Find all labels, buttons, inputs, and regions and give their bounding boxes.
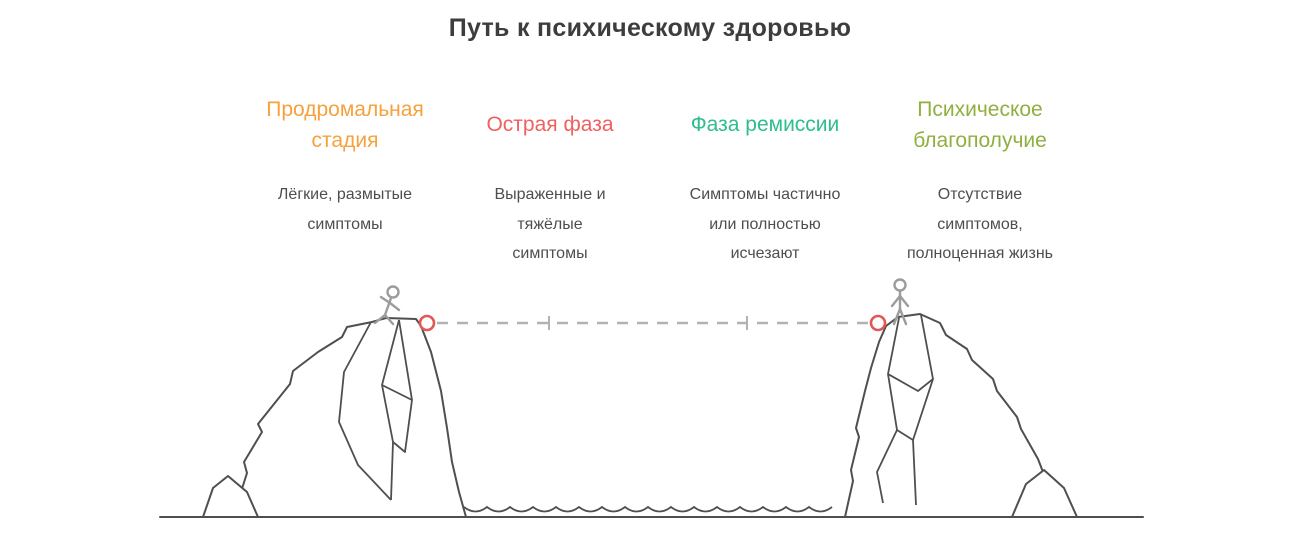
stage-description-prodromal: Лёгкие, размытые симптомы <box>277 186 413 233</box>
stage-label-prodromal: Продромальная стадия <box>266 97 424 153</box>
left-anchor-ring <box>418 314 436 332</box>
stage-column-remission: Фаза ремиссии Симптомы частично или полн… <box>655 92 875 269</box>
stage-column-prodromal: Продромальная стадия Лёгкие, размытые си… <box>235 92 455 239</box>
right-anchor-ring <box>869 314 887 332</box>
stage-column-acute: Острая фаза Выраженные и тяжёлые симптом… <box>440 92 660 269</box>
stage-description-wellbeing: Отсутствие симптомов, полноценная жизнь <box>907 186 1053 263</box>
stage-label-wellbeing: Психическое благополучие <box>913 97 1047 153</box>
stage-description-remission: Симптомы частично или полностью исчезают <box>689 186 841 263</box>
left-cliff <box>232 317 467 518</box>
stage-column-wellbeing: Психическое благополучие Отсутствие симп… <box>870 92 1090 269</box>
stage-description-acute: Выраженные и тяжёлые симптомы <box>494 186 606 263</box>
stick-figure-right <box>890 278 910 326</box>
stage-label-remission: Фаза ремиссии <box>690 113 840 137</box>
stick-figure-left <box>373 285 401 326</box>
page-title: Путь к психическому здоровью <box>448 14 852 42</box>
stage-label-acute: Острая фаза <box>486 113 614 137</box>
right-rock <box>1011 469 1078 518</box>
left-rock <box>202 475 259 518</box>
right-cliff <box>844 313 1057 518</box>
water-waves <box>463 505 833 513</box>
